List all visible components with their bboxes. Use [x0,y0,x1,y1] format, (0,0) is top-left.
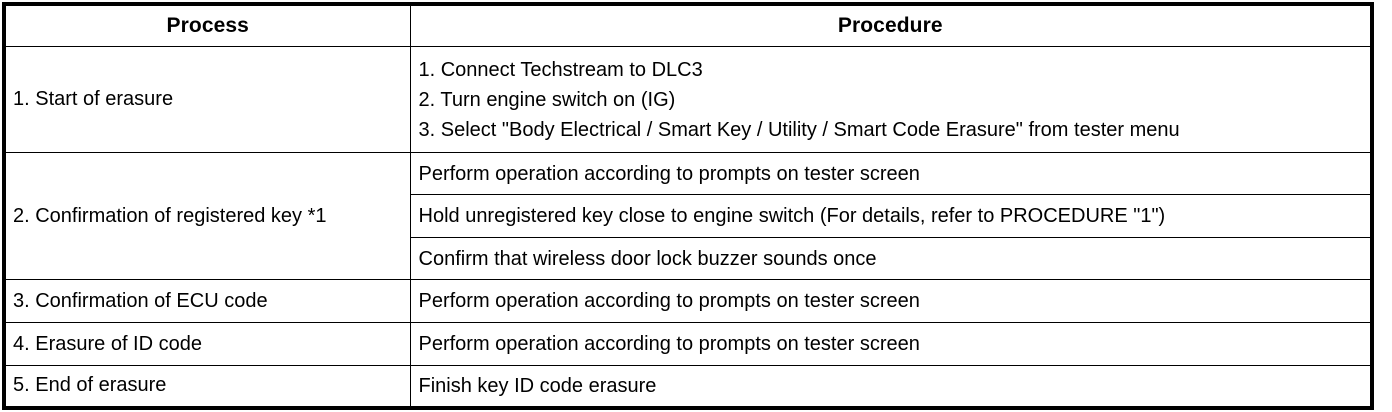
table-body: 1. Start of erasure 1. Connect Techstrea… [3,46,1373,408]
smart-code-erasure-procedure-table: Process Procedure 1. Start of erasure 1.… [2,2,1374,410]
procedure-cell-1: 1. Connect Techstream to DLC3 2. Turn en… [409,46,1373,153]
table-row: Confirm that wireless door lock buzzer s… [4,237,1373,280]
procedure-step-list-1: 1. Connect Techstream to DLC3 2. Turn en… [419,55,1367,145]
table-header: Process Procedure [3,3,1373,47]
procedure-cell-4: Perform operation according to prompts o… [409,322,1373,366]
process-cell-2: 2. Confirmation of registered key *1 [3,152,411,280]
table-row: 3. Confirmation of ECU code Perform oper… [3,279,1373,323]
column-header-process: Process [3,3,411,47]
table-row: 5. End of erasure Finish key ID code era… [3,365,1373,408]
table-row: 2. Confirmation of registered key *1 Per… [3,152,1373,280]
procedure-step: 1. Connect Techstream to DLC3 [418,58,703,81]
process-cell-4: 4. Erasure of ID code [3,322,411,366]
procedure-cell-3: Perform operation according to prompts o… [409,279,1373,323]
procedure-cell-2b: Hold unregistered key close to engine sw… [409,194,1373,238]
procedure-cell-5: Finish key ID code erasure [409,365,1373,408]
table-row: 4. Erasure of ID code Perform operation … [3,322,1373,366]
process-cell-5: 5. End of erasure [3,365,411,408]
header-row: Process Procedure [3,3,1373,47]
table-row: Hold unregistered key close to engine sw… [4,194,1373,238]
process-cell-1: 1. Start of erasure [3,46,411,153]
column-header-procedure: Procedure [409,3,1373,47]
procedure-cell-2a: Perform operation according to prompts o… [409,152,1373,195]
table-row: 1. Start of erasure 1. Connect Techstrea… [3,46,1373,153]
procedure-step: 2. Turn engine switch on (IG) [418,88,676,111]
process-cell-3: 3. Confirmation of ECU code [3,279,411,323]
procedure-step: 3. Select "Body Electrical / Smart Key /… [418,118,1180,141]
procedure-cell-2c: Confirm that wireless door lock buzzer s… [409,237,1373,280]
